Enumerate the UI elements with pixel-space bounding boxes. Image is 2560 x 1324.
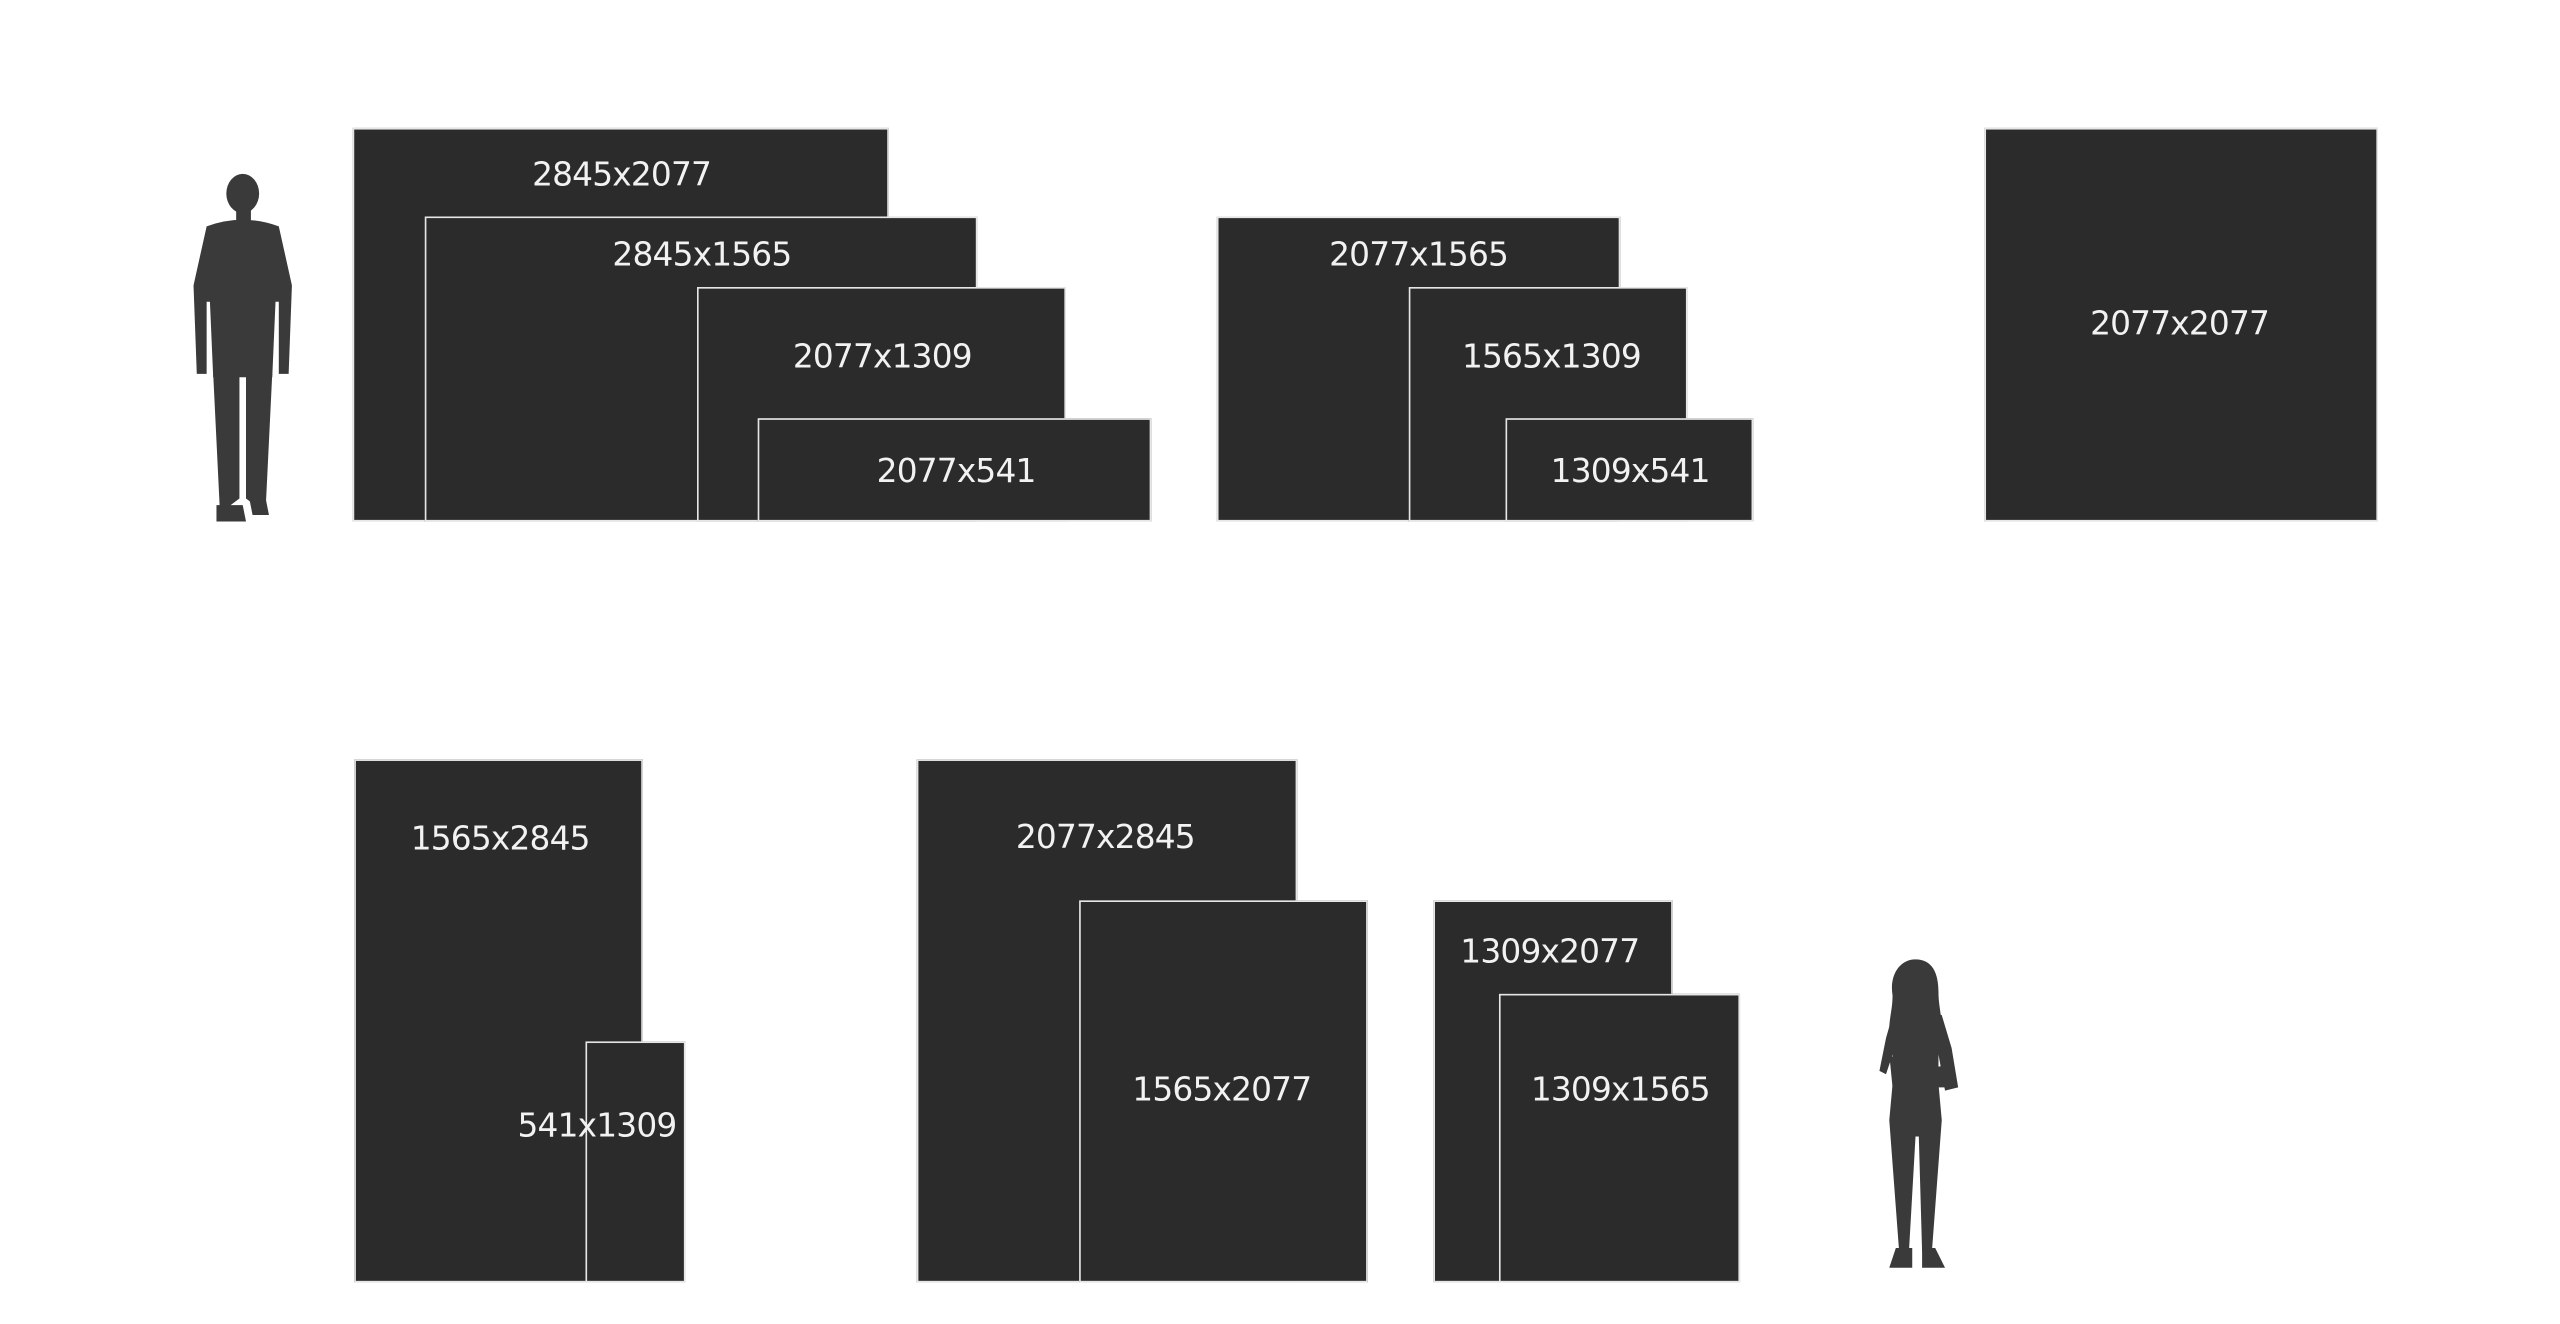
size-label: 2845x1565 [612, 234, 792, 274]
canvas-box-2077x2077: 2077x2077 [1984, 127, 2378, 522]
size-label: 2077x2077 [2090, 303, 2270, 343]
person-silhouette-male-icon [193, 173, 292, 522]
size-label: 1565x2077 [1132, 1069, 1312, 1109]
size-label: 541x1309 [517, 1105, 677, 1145]
size-label: 1309x2077 [1460, 931, 1640, 971]
size-label: 2845x2077 [532, 154, 712, 194]
canvas-box-1309x1565: 1309x1565 [1498, 993, 1741, 1283]
size-label: 2077x1309 [792, 336, 973, 376]
size-label: 2077x541 [876, 451, 1037, 491]
size-label: 1309x541 [1550, 451, 1711, 491]
size-label: 2077x2845 [1015, 816, 1196, 857]
size-label: 2077x1565 [1329, 234, 1509, 274]
canvas-box-1565x2077: 1565x2077 [1079, 900, 1368, 1283]
canvas-box-541x1309: 541x1309 [517, 1041, 686, 1283]
size-label: 1565x1309 [1461, 336, 1642, 376]
person-silhouette-female-icon [1879, 959, 1959, 1268]
size-label: 1565x2845 [410, 818, 591, 858]
canvas-box-1309x541: 1309x541 [1505, 418, 1754, 522]
canvas-box-2077x541: 2077x541 [757, 418, 1152, 522]
size-label: 1309x1565 [1530, 1069, 1711, 1109]
